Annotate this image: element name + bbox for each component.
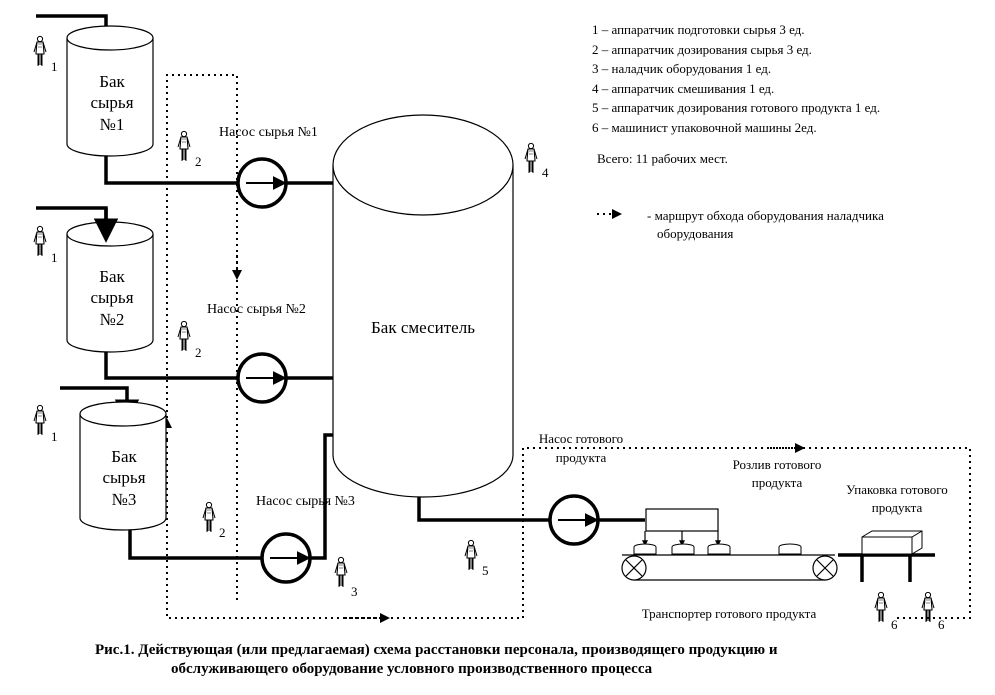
pump-arrows bbox=[246, 176, 599, 565]
packing-label-line1: Упаковка готового bbox=[846, 482, 948, 497]
worker-icon bbox=[334, 556, 348, 588]
pump3-pipe bbox=[128, 433, 333, 560]
worker-number: 1 bbox=[51, 250, 58, 265]
worker-number: 2 bbox=[219, 525, 226, 540]
piping bbox=[36, 14, 835, 560]
legend-item: 2 – аппаратчик дозирования сырья 3 ед. bbox=[592, 41, 812, 57]
pump2-label: Насос сырья №2 bbox=[207, 302, 306, 317]
mixer-tank bbox=[332, 114, 514, 498]
worker-icon bbox=[33, 225, 47, 257]
mixer-label: Бак смеситель bbox=[371, 318, 475, 337]
legend-item: 4 – аппаратчик смешивания 1 ед. bbox=[592, 80, 775, 96]
worker-icon bbox=[33, 35, 47, 67]
maintenance-route bbox=[166, 74, 971, 619]
legend: 1 – аппаратчик подготовки сырья 3 ед. 2 … bbox=[592, 20, 880, 137]
worker-icon bbox=[202, 501, 216, 533]
bottles bbox=[633, 543, 802, 555]
tank2-outlet-pipe bbox=[104, 352, 333, 380]
route-line-left bbox=[166, 74, 238, 600]
packing-label-line2: продукта bbox=[872, 500, 923, 515]
legend-item: 5 – аппаратчик дозирования готового прод… bbox=[592, 100, 881, 115]
tank-2 bbox=[66, 221, 154, 353]
legend-total: Всего: 11 рабочих мест. bbox=[597, 151, 728, 166]
tank1-label-line3: №1 bbox=[100, 115, 125, 134]
product-pump-label-line2: продукта bbox=[556, 450, 607, 465]
tank2-label-line2: сырья bbox=[90, 288, 133, 307]
filling-station bbox=[642, 508, 721, 547]
filling-label-line2: продукта bbox=[752, 475, 803, 490]
tank2-label-line3: №2 bbox=[100, 310, 125, 329]
tank3-label-line3: №3 bbox=[112, 490, 137, 509]
worker-number: 3 bbox=[351, 584, 358, 599]
caption-line2: обслуживающего оборудование условного пр… bbox=[171, 661, 653, 677]
tank1-label-line2: сырья bbox=[90, 93, 133, 112]
conveyor bbox=[621, 555, 838, 581]
legend-item: 3 – наладчик оборудования 1 ед. bbox=[592, 61, 772, 76]
figure-caption: Рис.1. Действующая (или предлагаемая) сх… bbox=[95, 641, 985, 679]
worker-icon bbox=[524, 142, 538, 174]
pump3-label: Насос сырья №3 bbox=[256, 494, 355, 509]
tank3-label-line2: сырья bbox=[102, 468, 145, 487]
worker-icon bbox=[464, 539, 478, 571]
mixer-outlet-pipe bbox=[417, 495, 645, 522]
tank-3 bbox=[79, 401, 167, 531]
worker-icon bbox=[177, 320, 191, 352]
filling-label-line1: Розлив готового bbox=[733, 457, 822, 472]
worker-number: 5 bbox=[482, 563, 489, 578]
tank1-outlet-pipe bbox=[104, 156, 333, 185]
tank1-label-line1: Бак bbox=[99, 72, 125, 91]
legend-route-text: - маршрут обхода оборудования наладчика … bbox=[647, 207, 884, 243]
worker-number: 2 bbox=[195, 154, 202, 169]
tank3-label-line1: Бак bbox=[111, 447, 137, 466]
caption-line1: Рис.1. Действующая (или предлагаемая) сх… bbox=[95, 642, 778, 658]
worker-number: 6 bbox=[938, 617, 945, 632]
packing-machine bbox=[838, 530, 935, 582]
legend-item: 6 – машинист упаковочной машины 2ед. bbox=[592, 119, 817, 135]
tank2-label-line1: Бак bbox=[99, 267, 125, 286]
worker-number: 2 bbox=[195, 345, 202, 360]
worker-icon bbox=[33, 404, 47, 436]
legend-route-line1: - маршрут обхода оборудования наладчика bbox=[647, 208, 884, 223]
legend-route-line2: оборудования bbox=[657, 226, 734, 241]
product-pump-label-line1: Насос готового bbox=[539, 431, 623, 446]
worker-icon bbox=[874, 591, 888, 623]
worker-number: 1 bbox=[51, 429, 58, 444]
route-line-left-outer bbox=[166, 440, 971, 619]
conveyor-label: Транспортер готового продукта bbox=[642, 606, 817, 621]
tank-1 bbox=[66, 25, 154, 157]
worker-number: 4 bbox=[542, 165, 549, 180]
pump1-label: Насос сырья №1 bbox=[219, 125, 318, 140]
worker-number: 1 bbox=[51, 59, 58, 74]
worker-number: 6 bbox=[891, 617, 898, 632]
legend-item: 1 – аппаратчик подготовки сырья 3 ед. bbox=[592, 22, 805, 37]
worker-icon bbox=[177, 130, 191, 162]
